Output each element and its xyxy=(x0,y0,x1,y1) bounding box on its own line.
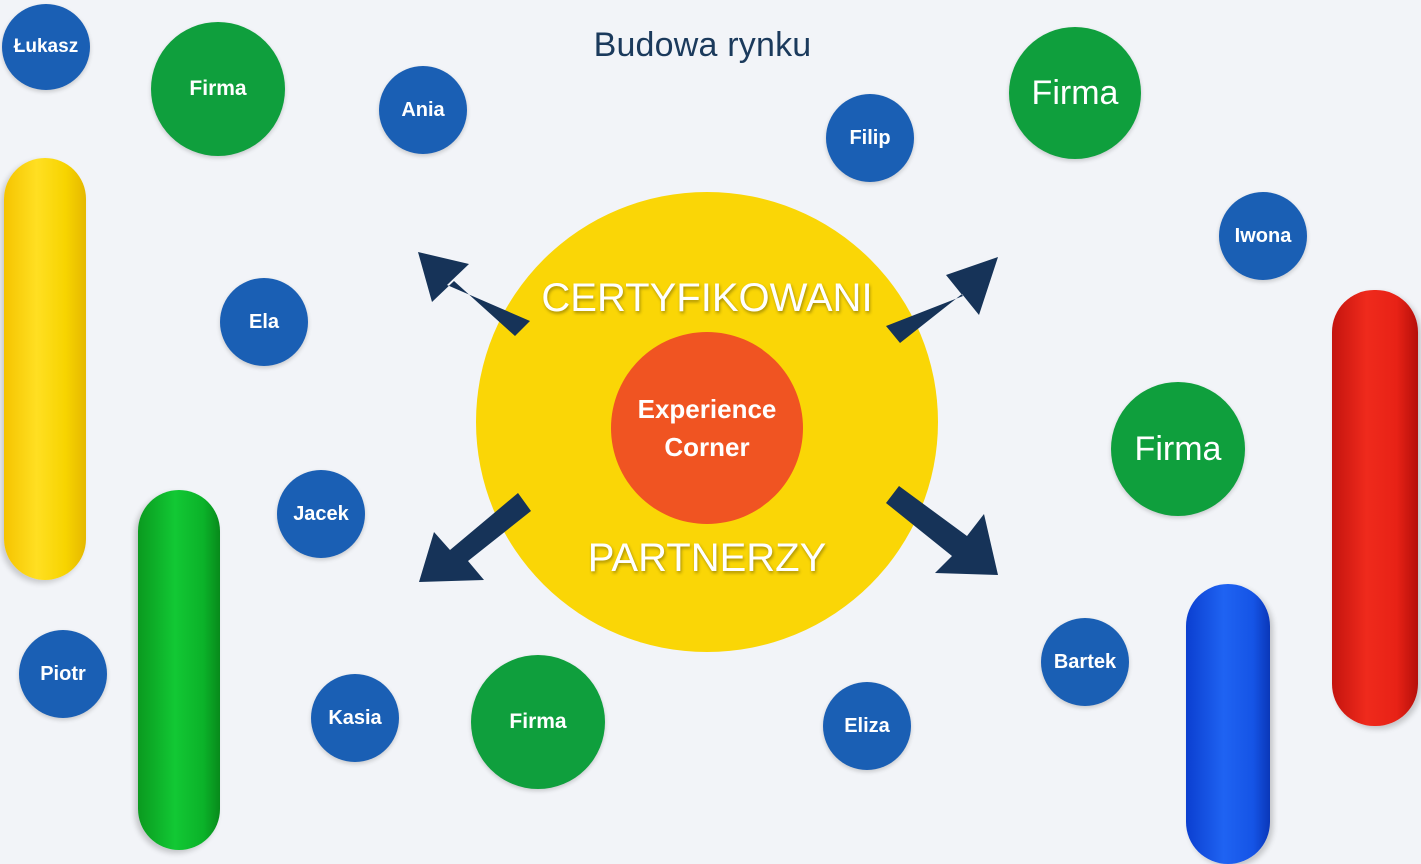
experience-corner-circle: Experience Corner xyxy=(611,332,803,524)
company-bubble: Firma xyxy=(151,22,285,156)
ring-label-top: CERTYFIKOWANI xyxy=(541,276,873,320)
person-bubble: Jacek xyxy=(277,470,365,558)
arrows-layer xyxy=(418,252,998,582)
company-bubble: Firma xyxy=(471,655,605,789)
person-bubble: Iwona xyxy=(1219,192,1307,280)
person-bubble: Filip xyxy=(826,94,914,182)
green-pill-decoration xyxy=(138,490,220,850)
experience-corner-line1: Experience xyxy=(637,394,777,424)
arrow-up-right-icon xyxy=(886,257,998,343)
arrow-down-right-icon xyxy=(886,486,998,575)
person-bubble: Ela xyxy=(220,278,308,366)
person-bubble: Łukasz xyxy=(2,4,90,90)
company-bubble: Firma xyxy=(1009,27,1141,159)
yellow-pill-decoration xyxy=(4,158,86,580)
person-bubble: Bartek xyxy=(1041,618,1129,706)
person-bubble: Piotr xyxy=(19,630,107,718)
experience-corner-label: Experience Corner xyxy=(622,390,792,466)
person-bubble: Eliza xyxy=(823,682,911,770)
arrow-down-left-icon xyxy=(419,493,531,582)
arrow-up-left-icon xyxy=(418,252,530,336)
company-bubble: Firma xyxy=(1111,382,1245,516)
experience-corner-line2: Corner xyxy=(664,432,750,462)
red-pill-decoration xyxy=(1332,290,1418,726)
person-bubble: Kasia xyxy=(311,674,399,762)
ring-label-bottom: PARTNERZY xyxy=(587,536,827,580)
slide-title: Budowa rynku xyxy=(593,26,812,64)
person-bubble: Ania xyxy=(379,66,467,154)
